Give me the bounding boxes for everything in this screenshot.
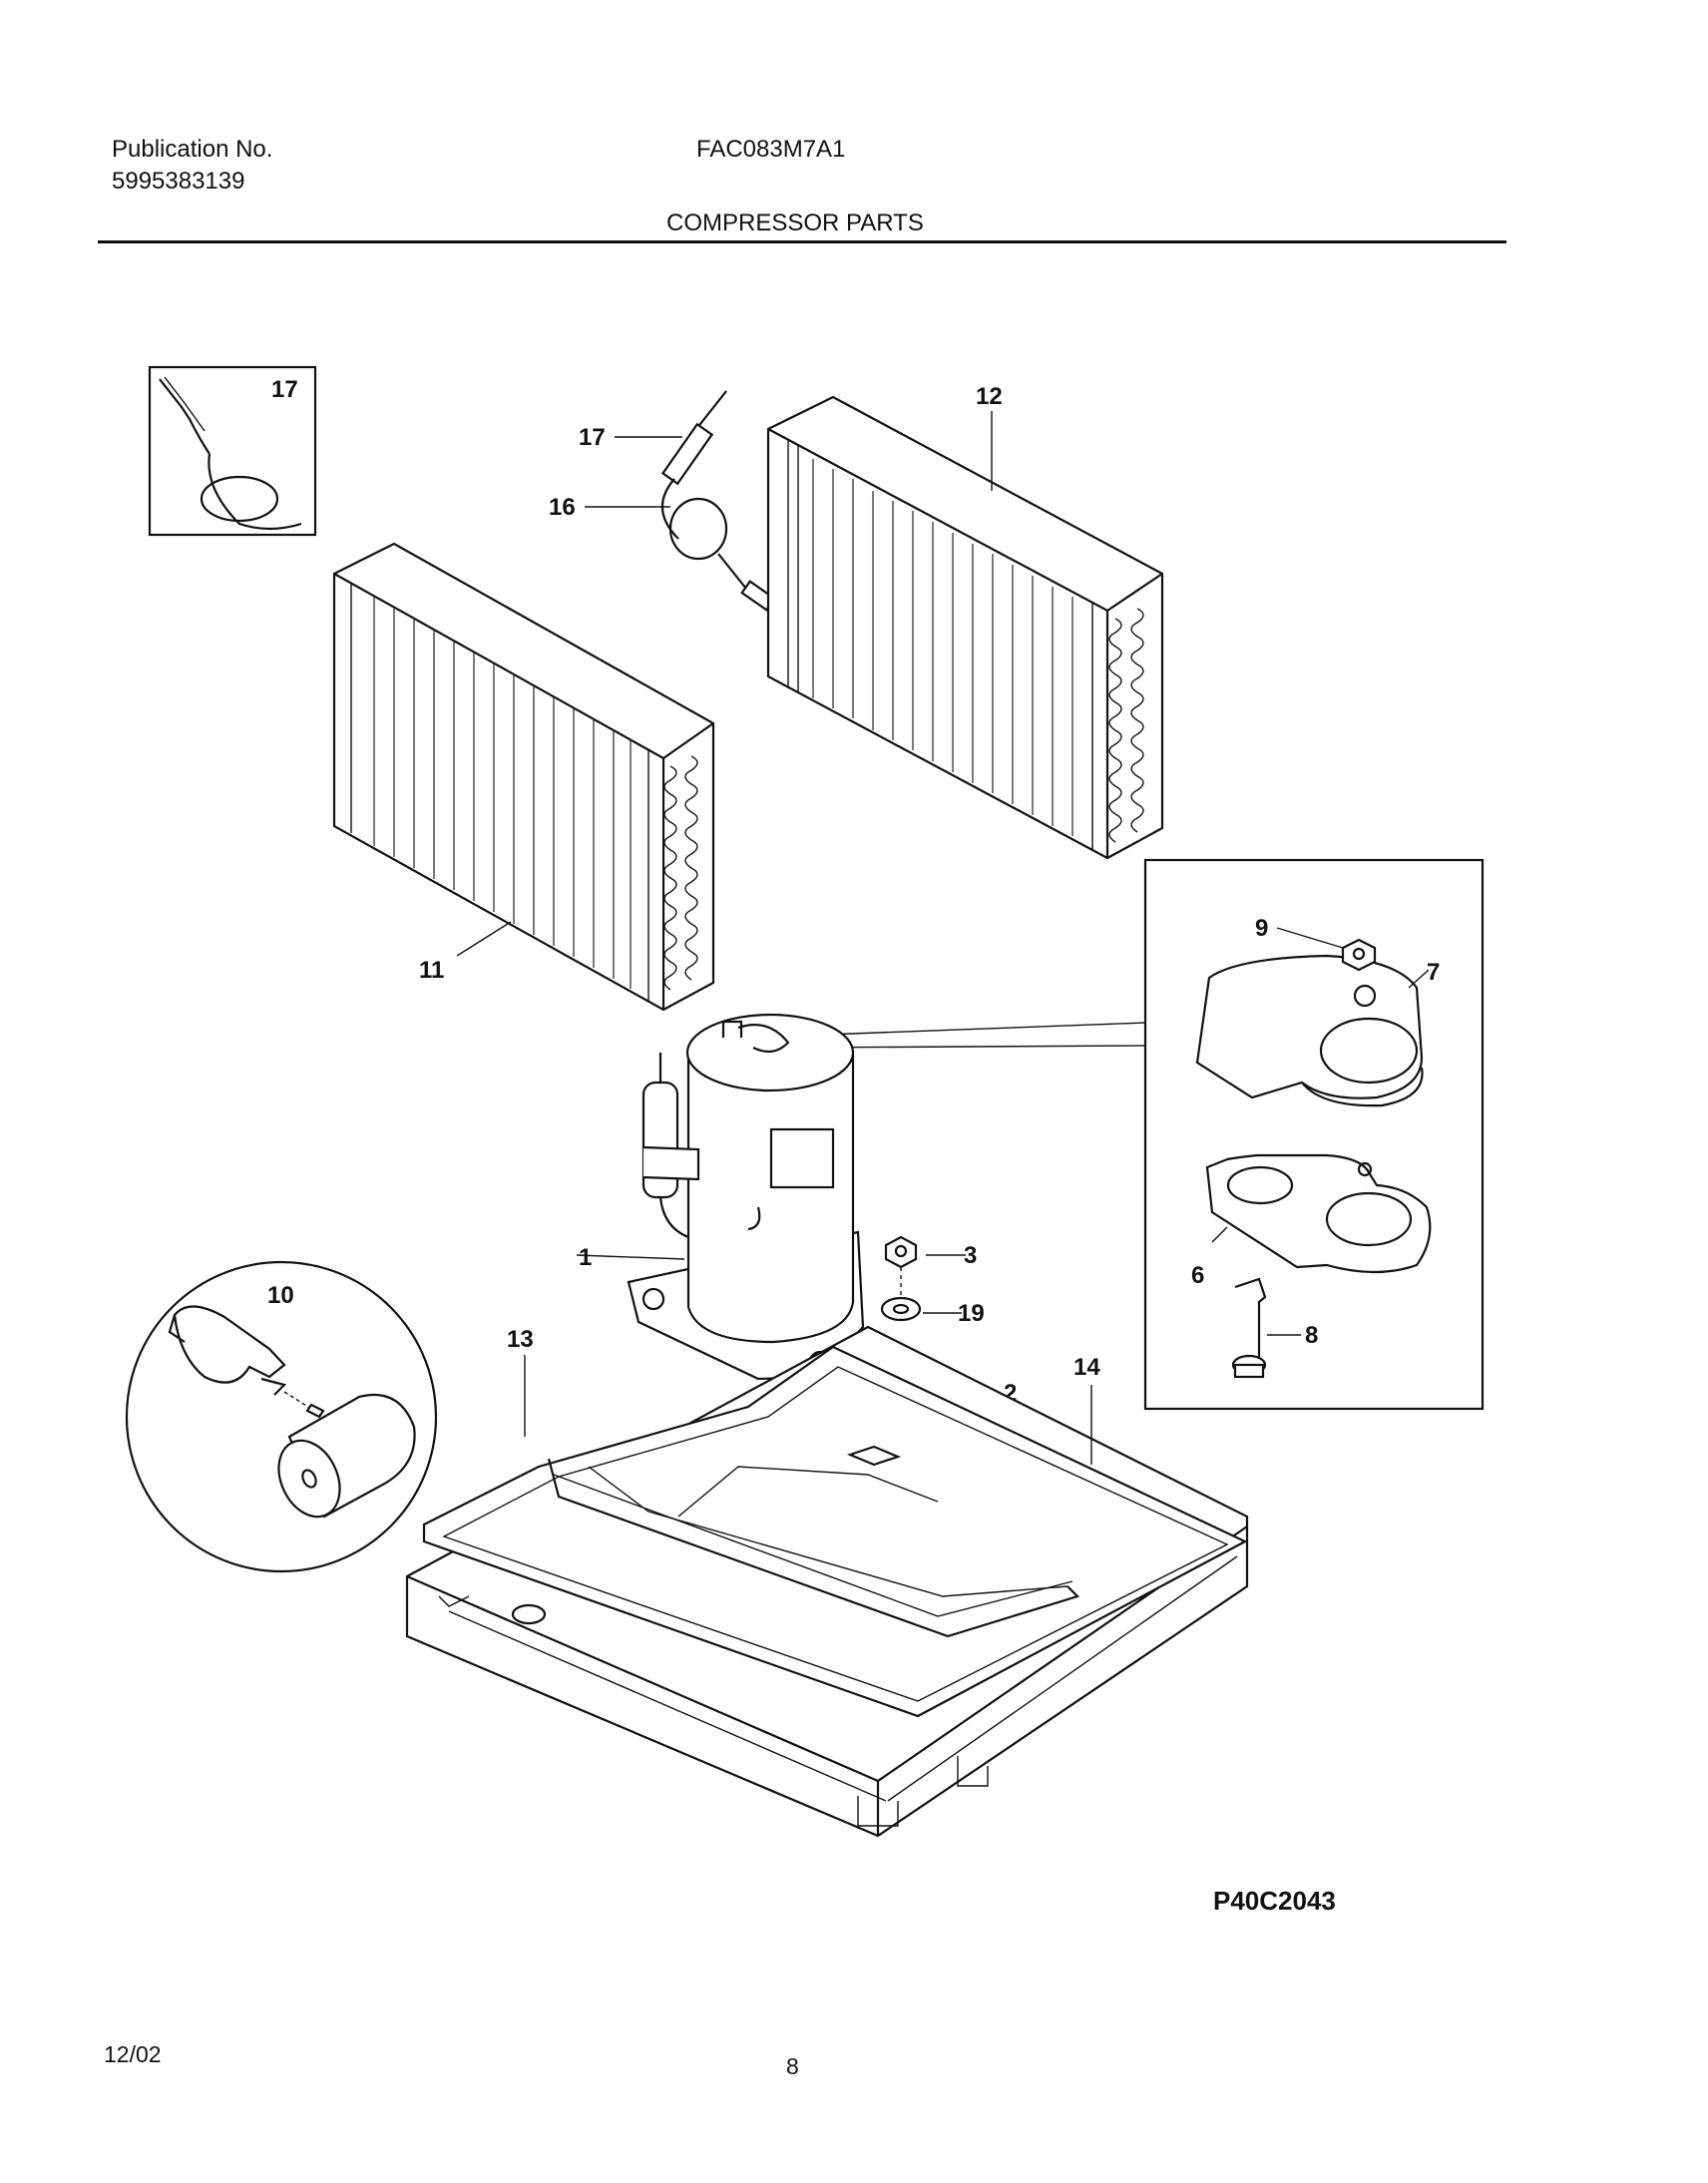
header-rule — [98, 240, 1506, 243]
callout-3: 3 — [964, 1242, 977, 1269]
capillary-tube-part: 17 16 — [549, 390, 776, 612]
callout-13: 13 — [507, 1326, 534, 1353]
nut-3-washer-19: 3 19 — [880, 1235, 985, 1327]
callout-7: 7 — [1427, 959, 1440, 986]
callout-12: 12 — [976, 383, 1003, 410]
callout-11: 11 — [419, 957, 444, 984]
callout-8: 8 — [1305, 1322, 1318, 1349]
callout-19: 19 — [958, 1300, 985, 1327]
callout-16: 16 — [549, 494, 576, 521]
callout-14: 14 — [1073, 1354, 1100, 1381]
callout-9: 9 — [1255, 915, 1268, 942]
publication-label: Publication No. — [112, 136, 273, 163]
footer-date: 12/02 — [104, 2041, 162, 2067]
diagram-code: P40C2043 — [1213, 1886, 1336, 1916]
section-title: COMPRESSOR PARTS — [666, 210, 924, 236]
base-pan-13-14: 13 14 — [405, 1325, 1249, 1838]
inset-box-17: 17 — [148, 365, 317, 537]
capacitor-detail-circle: 10 — [125, 1260, 438, 1573]
coil-12: 12 — [766, 383, 1164, 860]
callout-17-inset: 17 — [271, 376, 298, 403]
callout-1: 1 — [579, 1244, 592, 1271]
terminal-cover-detail-box: 9 7 6 8 — [797, 858, 1485, 1411]
page-number: 8 — [786, 2053, 799, 2079]
callout-17: 17 — [579, 424, 606, 451]
callout-6: 6 — [1191, 1262, 1204, 1289]
callout-10: 10 — [267, 1282, 294, 1309]
publication-number: 5995383139 — [112, 168, 245, 195]
coil-11: 11 — [332, 542, 715, 1012]
compressor-1: 1 — [576, 1013, 865, 1381]
model-number: FAC083M7A1 — [696, 136, 846, 163]
